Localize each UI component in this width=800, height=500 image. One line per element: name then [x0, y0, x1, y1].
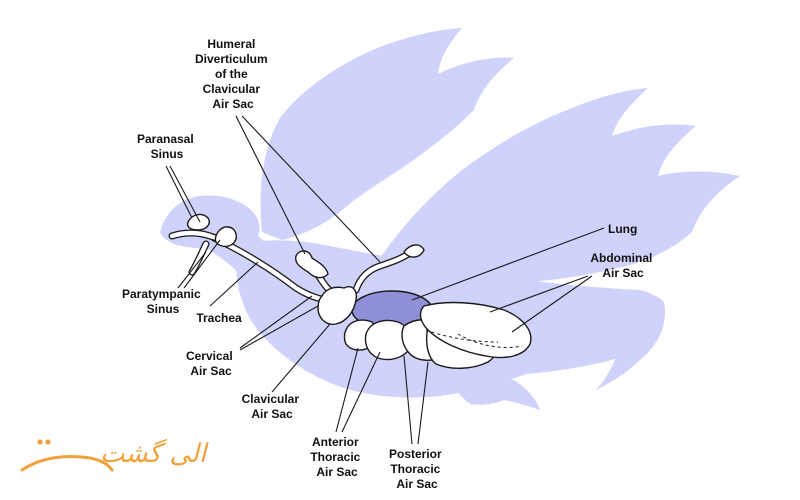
- label-abdominal-air-sac: Abdominal Air Sac: [590, 251, 655, 280]
- leader-clavicular: [271, 323, 331, 393]
- label-anterior-thoracic-air-sac: Anterior Thoracic Air Sac: [310, 435, 363, 479]
- label-paratympanic-sinus: Paratympanic Sinus: [122, 287, 204, 316]
- leader-cervical-2: [239, 305, 319, 351]
- leader-lines: [165, 115, 605, 445]
- label-clavicular-air-sac: Clavicular Air Sac: [242, 392, 303, 421]
- abdominal-air-sac-shape: [419, 301, 532, 359]
- leader-paratympanic-2: [183, 239, 221, 289]
- humeral-diverticulum-shape: [403, 244, 425, 258]
- leader-humeral-2: [241, 115, 381, 263]
- leader-humeral-1: [235, 115, 306, 255]
- sinuses: [186, 213, 237, 248]
- paranasal-sinus-shape: [186, 213, 210, 231]
- leader-cervical-1: [239, 295, 313, 349]
- label-trachea: Trachea: [196, 311, 242, 325]
- paratympanic-sinus-shape: [214, 226, 237, 248]
- leader-lung: [411, 227, 605, 301]
- label-humeral-diverticulum: Humeral Diverticulum of the Clavicular A…: [195, 37, 271, 111]
- leader-trachea: [209, 261, 259, 307]
- abdominal-internal-dashes: [425, 329, 499, 343]
- leader-abdominal-1: [489, 275, 589, 313]
- logo-flourish-icon: [20, 455, 114, 472]
- leader-anterior-1: [335, 347, 359, 433]
- label-lung: Lung: [608, 222, 637, 236]
- leader-abdominal-2: [511, 275, 593, 333]
- leader-paratympanic-1: [177, 251, 207, 289]
- leg-shape: [452, 377, 540, 410]
- site-logo: الی گشت: [20, 438, 209, 472]
- beak-shape: [162, 222, 186, 240]
- left-wing-shape: [260, 28, 514, 240]
- label-paranasal-sinus: Paranasal Sinus: [137, 132, 197, 161]
- leader-anterior-2: [341, 351, 381, 433]
- label-cervical-air-sac: Cervical Air Sac: [186, 349, 236, 378]
- logo-text: الی گشت: [100, 438, 209, 469]
- leader-posterior-1: [403, 355, 413, 445]
- label-posterior-thoracic-air-sac: Posterior Thoracic Air Sac: [389, 447, 445, 491]
- right-wing-shape: [380, 88, 740, 284]
- cervical-air-sac-shape: [294, 250, 329, 279]
- leader-paranasal-2: [169, 165, 201, 223]
- leader-paranasal-1: [165, 165, 193, 219]
- tail-shape: [592, 290, 665, 390]
- leader-posterior-2: [417, 361, 429, 445]
